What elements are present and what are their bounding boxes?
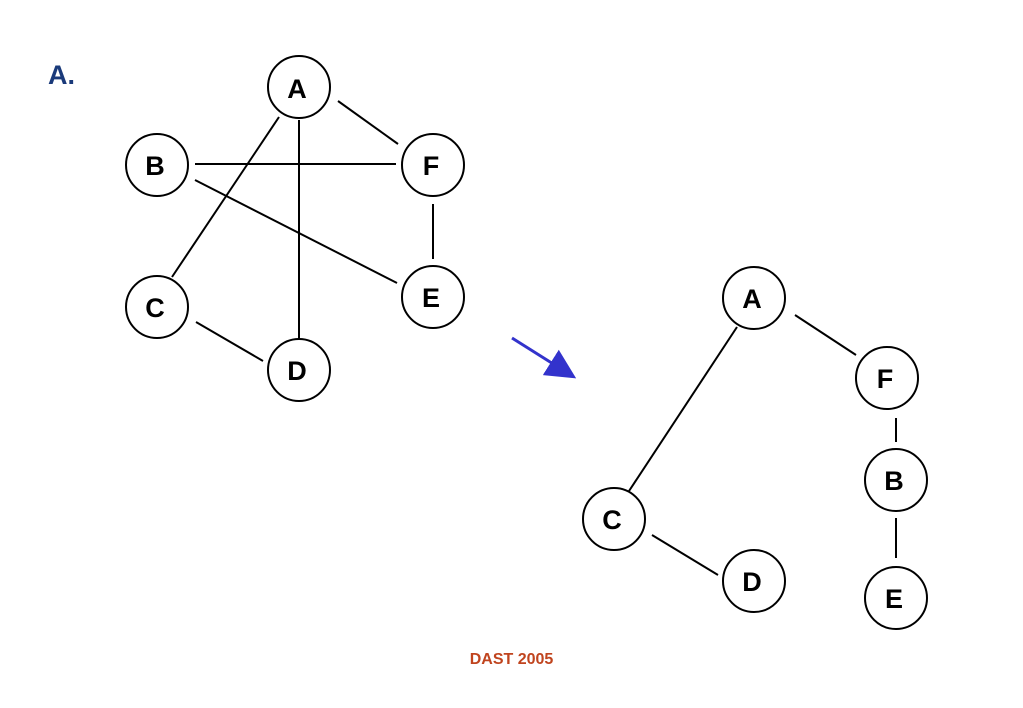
transform-arrow <box>511 336 577 379</box>
edge-b-e <box>194 179 398 284</box>
edge-c-d <box>651 534 719 576</box>
node-label-a: A <box>287 74 307 104</box>
node-b: B <box>864 448 928 512</box>
node-label-c: C <box>602 505 622 535</box>
node-label-c: C <box>145 293 165 323</box>
edge-a-c <box>171 116 280 278</box>
node-d: D <box>722 549 786 613</box>
section-label: A. <box>48 60 75 90</box>
node-label-b: B <box>884 466 904 496</box>
edge-a-c <box>628 326 738 492</box>
node-f: F <box>401 133 465 197</box>
edge-a-f <box>794 314 857 356</box>
footer-label: DAST 2005 <box>469 651 554 668</box>
node-label-b: B <box>145 151 165 181</box>
node-a: A <box>267 55 331 119</box>
node-label-d: D <box>287 356 307 386</box>
node-f: F <box>855 346 919 410</box>
node-b: B <box>125 133 189 197</box>
node-label-e: E <box>422 283 440 313</box>
node-c: C <box>582 487 646 551</box>
node-e: E <box>864 566 928 630</box>
node-label-a: A <box>742 284 762 314</box>
node-e: E <box>401 265 465 329</box>
node-a: A <box>722 266 786 330</box>
node-label-e: E <box>885 584 903 614</box>
edge-a-f <box>337 100 399 145</box>
node-label-f: F <box>423 151 440 181</box>
node-c: C <box>125 275 189 339</box>
graph-original: A B C D E F <box>125 55 465 402</box>
node-d: D <box>267 338 331 402</box>
edge-c-d <box>195 321 264 362</box>
node-label-d: D <box>742 567 762 597</box>
graph-result: A F B E C D <box>582 266 928 630</box>
node-label-f: F <box>877 364 894 394</box>
